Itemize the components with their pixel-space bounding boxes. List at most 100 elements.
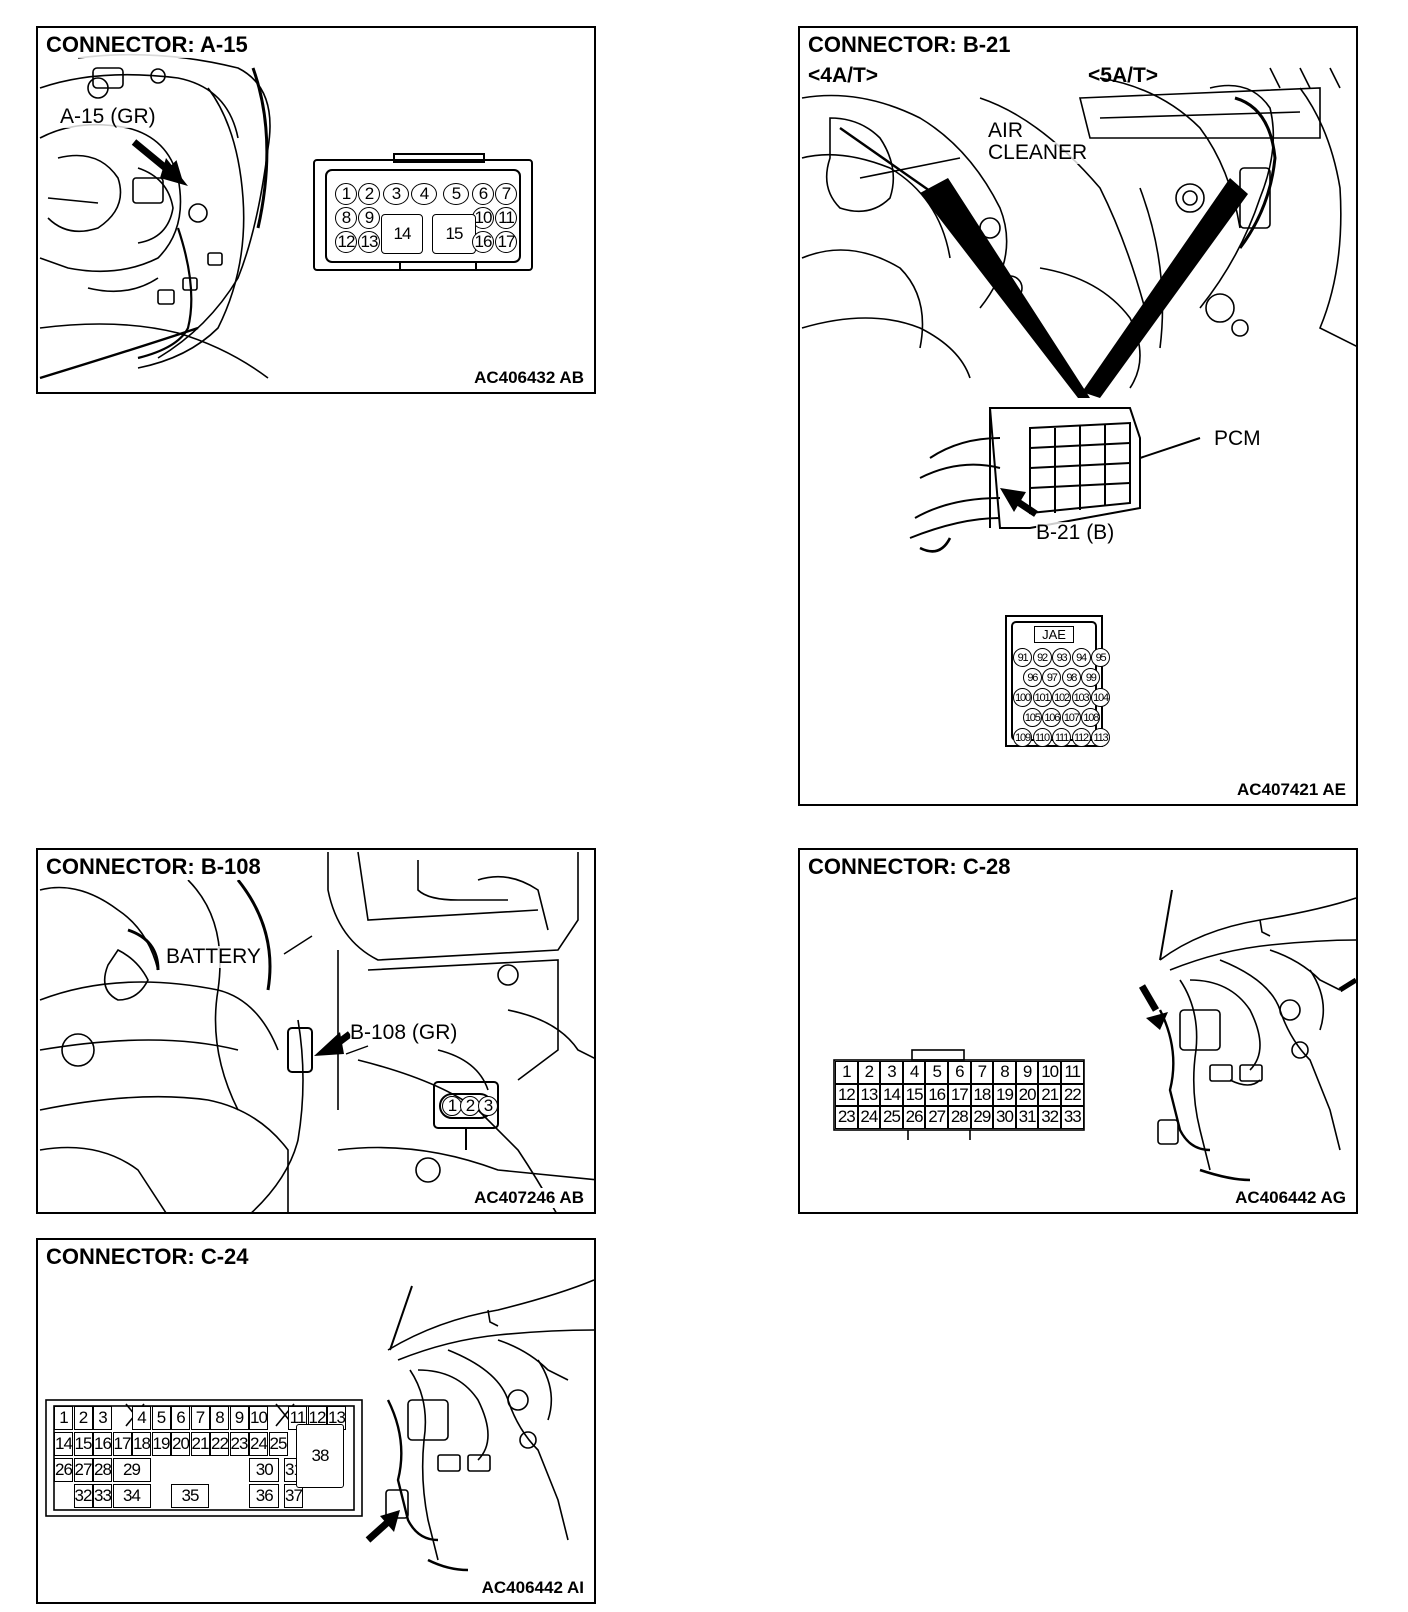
pin-c28-10: 10 xyxy=(1038,1061,1061,1084)
pin-b21-104: 104 xyxy=(1091,688,1110,707)
pin-c24-9: 9 xyxy=(229,1406,249,1430)
figure-code-b21: AC407421 AE xyxy=(1235,780,1348,800)
pin-c28-14: 14 xyxy=(880,1083,903,1107)
pin-b108-2: 2 xyxy=(460,1096,480,1116)
pin-c24-28: 28 xyxy=(93,1458,112,1482)
connector-brand-label: JAE xyxy=(1034,626,1074,643)
pin-c28-27: 27 xyxy=(925,1106,948,1129)
pin-b21-99: 99 xyxy=(1081,668,1101,687)
callout-label-a15: A-15 (GR) xyxy=(60,105,156,129)
pin-c28-31: 31 xyxy=(1015,1106,1039,1129)
pin-c24-19: 19 xyxy=(151,1432,171,1456)
pin-c24-25: 25 xyxy=(268,1432,288,1456)
pin-b21-95: 95 xyxy=(1091,648,1110,667)
pin-a15-12: 12 xyxy=(335,231,357,253)
pin-a15-7: 7 xyxy=(495,183,517,205)
pin-a15-13: 13 xyxy=(358,231,380,253)
pin-c28-32: 32 xyxy=(1038,1106,1061,1129)
pin-a15-1: 1 xyxy=(335,183,357,205)
label-pcm: PCM xyxy=(1214,427,1261,451)
connector-face-a15 xyxy=(313,153,533,271)
pin-c24-2: 2 xyxy=(73,1406,93,1430)
pin-b21-102: 102 xyxy=(1052,688,1071,707)
panel-title-c28: CONNECTOR: C-28 xyxy=(806,854,1013,880)
label-air: AIR xyxy=(988,119,1024,143)
figure-code-c24: AC406442 AI xyxy=(479,1578,586,1598)
panel-title-b108: CONNECTOR: B-108 xyxy=(44,854,263,880)
pin-c28-25: 25 xyxy=(880,1106,903,1129)
pin-c28-30: 30 xyxy=(993,1106,1016,1129)
pin-b21-108: 108 xyxy=(1081,708,1101,727)
pin-c28-19: 19 xyxy=(993,1083,1016,1107)
pin-c24-30: 30 xyxy=(249,1458,280,1482)
pin-c28-5: 5 xyxy=(925,1061,948,1084)
pin-c24-32: 32 xyxy=(73,1484,93,1508)
pin-c24-33: 33 xyxy=(93,1484,112,1508)
pin-c28-2: 2 xyxy=(857,1061,881,1084)
pin-c24-24: 24 xyxy=(249,1432,268,1456)
pin-c24-22: 22 xyxy=(210,1432,229,1456)
pin-c28-33: 33 xyxy=(1061,1106,1084,1129)
pin-c28-23: 23 xyxy=(835,1106,858,1129)
pin-a15-8: 8 xyxy=(335,207,357,229)
pin-c28-12: 12 xyxy=(835,1083,858,1107)
pin-c24-27: 27 xyxy=(73,1458,93,1482)
label-cleaner: CLEANER xyxy=(988,141,1088,165)
pin-c24-29: 29 xyxy=(112,1458,151,1482)
callout-label-b21: B-21 (B) xyxy=(1036,521,1115,545)
pin-c24-35: 35 xyxy=(171,1484,209,1508)
pin-c28-7: 7 xyxy=(970,1061,994,1084)
pin-c24-15: 15 xyxy=(73,1432,93,1456)
pin-a15-10: 10 xyxy=(472,207,494,229)
pin-c24-4: 4 xyxy=(132,1406,151,1430)
pin-c24-1: 1 xyxy=(54,1406,73,1430)
pin-b21-97: 97 xyxy=(1042,668,1062,687)
panel-title-a15: CONNECTOR: A-15 xyxy=(44,32,250,58)
pcm-illustration xyxy=(909,407,1201,553)
pin-a15-16: 16 xyxy=(472,231,494,253)
pin-b21-110: 110 xyxy=(1032,728,1052,747)
pin-c28-8: 8 xyxy=(993,1061,1016,1084)
pin-c24-38: 38 xyxy=(296,1424,344,1488)
pin-c24-21: 21 xyxy=(190,1432,210,1456)
pin-c28-16: 16 xyxy=(925,1083,948,1107)
pin-a15-9: 9 xyxy=(358,207,380,229)
pin-c28-21: 21 xyxy=(1038,1083,1061,1107)
pin-c24-3: 3 xyxy=(93,1406,112,1430)
pin-c28-9: 9 xyxy=(1015,1061,1039,1084)
engine-bay-illustration-b108 xyxy=(39,851,594,1212)
pin-b21-112: 112 xyxy=(1071,728,1091,747)
pin-b21-94: 94 xyxy=(1071,648,1091,667)
pin-c28-26: 26 xyxy=(902,1106,926,1129)
pin-c28-17: 17 xyxy=(948,1083,971,1107)
pin-c24-34: 34 xyxy=(112,1484,151,1508)
pin-c24-14: 14 xyxy=(54,1432,73,1456)
pin-c28-6: 6 xyxy=(948,1061,971,1084)
pin-c28-24: 24 xyxy=(857,1106,881,1129)
pin-b21-96: 96 xyxy=(1022,668,1042,687)
pin-c24-20: 20 xyxy=(171,1432,190,1456)
pin-c24-10: 10 xyxy=(249,1406,268,1430)
pin-b21-101: 101 xyxy=(1032,688,1052,707)
pin-c28-3: 3 xyxy=(880,1061,903,1084)
pin-a15-4: 4 xyxy=(411,183,437,205)
panel-connector-b108: CONNECTOR: B-108 BATTERY B-108 (GR) AC40… xyxy=(36,848,596,1214)
pin-a15-2: 2 xyxy=(358,183,380,205)
figure-code-b108: AC407246 AB xyxy=(472,1188,586,1208)
pin-c24-23: 23 xyxy=(229,1432,249,1456)
pin-c28-4: 4 xyxy=(902,1061,926,1084)
pin-c28-15: 15 xyxy=(902,1083,926,1107)
pin-c24-16: 16 xyxy=(93,1432,112,1456)
connector-face-c28 xyxy=(833,1049,1085,1140)
label-battery: BATTERY xyxy=(166,945,261,969)
pin-b108-1: 1 xyxy=(442,1096,462,1116)
pin-c28-1: 1 xyxy=(835,1061,858,1084)
pin-a15-15: 15 xyxy=(432,214,476,254)
pin-b21-107: 107 xyxy=(1061,708,1081,727)
figure-code-a15: AC406432 AB xyxy=(472,368,586,388)
pin-a15-11: 11 xyxy=(495,207,517,229)
figure-code-c28: AC406442 AG xyxy=(1233,1188,1348,1208)
pin-c24-36: 36 xyxy=(249,1484,280,1508)
dashboard-illustration-c28 xyxy=(833,889,1356,1182)
